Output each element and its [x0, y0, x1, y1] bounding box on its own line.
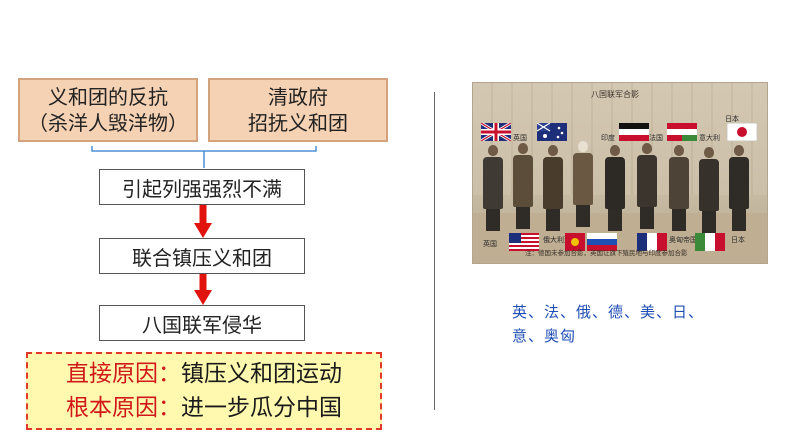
direct-cause-label: 直接原因：	[66, 361, 181, 387]
cause-qing-line1: 清政府	[268, 85, 328, 109]
flag-label-bottom-2: 俄大利亚	[543, 236, 571, 244]
australia-flag-icon	[537, 123, 567, 141]
alliance-soldiers-photo: 八国联军合影 英国 印度 法国 意大利 日本 英国 俄大利亚	[472, 82, 768, 264]
flag-label-bottom-1: 英国	[483, 240, 497, 248]
germany-imperial-flag-icon	[619, 123, 649, 141]
soldier-6	[637, 143, 657, 229]
flow-step-3: 八国联军侵华	[99, 305, 305, 341]
causes-summary-box: 直接原因：镇压义和团运动 根本原因：进一步瓜分中国	[26, 352, 382, 430]
usa-flag-icon	[509, 233, 539, 251]
flag-label-top-1: 英国	[513, 134, 527, 142]
soldier-5	[605, 145, 625, 231]
flag-label-top-3: 法国	[649, 134, 663, 142]
japan-flag-icon	[727, 123, 757, 141]
flag-label-bottom-6: 奥匈帝国	[669, 236, 697, 244]
photo-title: 八国联军合影	[591, 90, 639, 99]
root-cause-value: 进一步瓜分中国	[181, 395, 342, 421]
soldier-3	[543, 145, 563, 231]
photo-caption: 注：德国未参加合影，英国让旗下殖民地与印度参加合影	[525, 249, 688, 257]
soldier-8	[699, 147, 719, 233]
direct-cause-value: 镇压义和团运动	[181, 361, 342, 387]
cause-boxer-resistance: 义和团的反抗 （杀洋人毁洋物）	[18, 78, 198, 142]
flag-label-bottom-7: 日本	[731, 236, 745, 244]
down-arrow-1	[194, 205, 212, 238]
cause-qing-line2: 招抚义和团	[248, 111, 348, 135]
cause-boxer-line2: （杀洋人毁洋物）	[28, 111, 188, 135]
country-list: 英、法、俄、德、美、日、 意、奥匈	[512, 300, 704, 348]
soldier-2	[513, 143, 533, 229]
vertical-divider	[434, 92, 435, 410]
flag-label-top-5: 日本	[725, 115, 739, 123]
down-arrow-2	[194, 274, 212, 305]
soldier-7	[669, 145, 689, 231]
russia-flag-icon	[587, 233, 617, 251]
root-cause-label: 根本原因：	[66, 395, 181, 421]
france-flag-icon	[637, 233, 667, 251]
flag-label-top-4: 意大利	[699, 134, 720, 142]
austria-hungary-flag-icon	[667, 123, 697, 141]
country-list-line2: 意、奥匈	[512, 327, 577, 345]
flow-step-1: 引起列强强烈不满	[99, 169, 305, 205]
soldier-4	[573, 141, 593, 227]
italy-flag-icon	[695, 233, 725, 251]
country-list-line1: 英、法、俄、德、美、日、	[512, 303, 705, 321]
soldier-1	[483, 145, 503, 231]
soldier-9	[729, 145, 749, 231]
flag-label-top-2: 印度	[601, 134, 615, 142]
kyrgyz-style-flag-icon	[565, 233, 585, 251]
root-cause-row: 根本原因：进一步瓜分中国	[66, 391, 342, 425]
direct-cause-row: 直接原因：镇压义和团运动	[66, 357, 342, 391]
flow-step-2: 联合镇压义和团	[99, 238, 305, 274]
cause-qing-government: 清政府 招抚义和团	[208, 78, 388, 142]
uk-flag-icon	[481, 123, 511, 141]
cause-boxer-line1: 义和团的反抗	[48, 85, 168, 109]
bracket-connector	[91, 146, 317, 168]
